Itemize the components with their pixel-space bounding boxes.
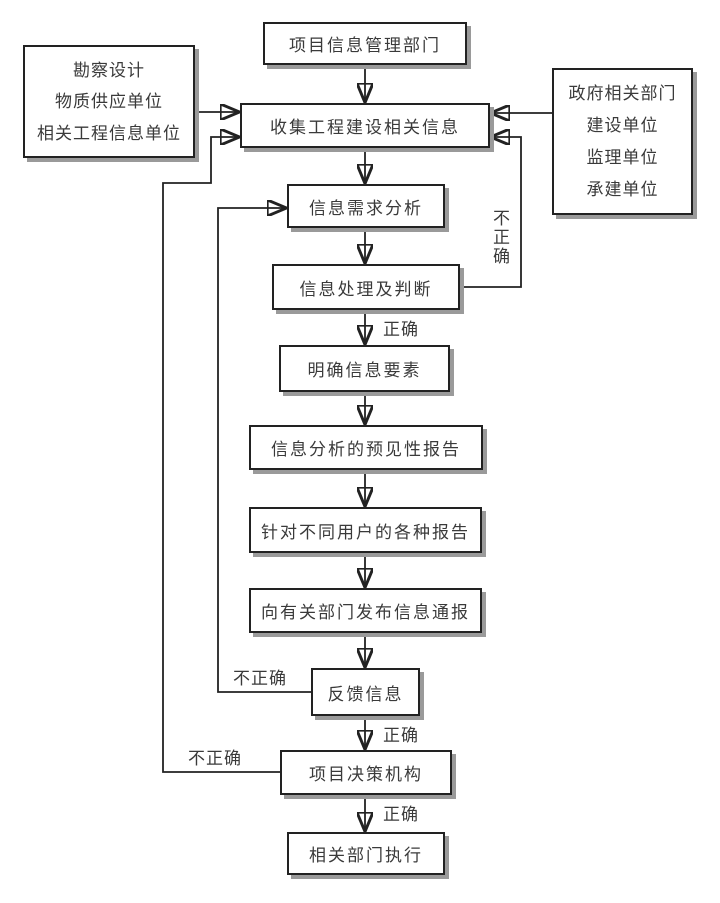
node-predictive-report: 信息分析的预见性报告 — [249, 425, 483, 470]
node-label-line: 建设单位 — [586, 116, 659, 135]
node-feedback-info: 反馈信息 — [311, 668, 420, 716]
node-label: 向有关部门发布信息通报 — [261, 603, 470, 622]
node-label: 项目信息管理部门 — [289, 36, 441, 55]
node-label: 明确信息要素 — [307, 361, 422, 380]
node-label-line: 政府相关部门 — [568, 84, 677, 103]
node-survey-design-sources: 勘察设计 物质供应单位 相关工程信息单位 — [23, 45, 195, 158]
node-label-line: 勘察设计 — [73, 60, 145, 80]
node-label-line: 监理单位 — [586, 148, 659, 167]
node-label: 项目决策机构 — [309, 765, 423, 784]
node-government-sources: 政府相关部门 建设单位 监理单位 承建单位 — [552, 68, 693, 215]
node-label: 相关部门执行 — [309, 846, 423, 865]
node-label: 收集工程建设相关信息 — [270, 118, 460, 137]
label-feedback-correct: 正确 — [383, 726, 419, 745]
edge-decision-incorrect-loop — [162, 137, 280, 773]
node-label: 反馈信息 — [327, 684, 404, 704]
node-label-line: 相关工程信息单位 — [37, 123, 181, 143]
node-publish-notification: 向有关部门发布信息通报 — [249, 588, 482, 633]
edge-processing-incorrect-loop — [460, 137, 522, 288]
node-clarify-info-elements: 明确信息要素 — [279, 345, 450, 392]
label-processing-correct: 正确 — [383, 320, 419, 339]
node-label-line: 承建单位 — [586, 180, 659, 199]
node-label: 信息处理及判断 — [299, 279, 433, 299]
label-decision-incorrect: 不正确 — [188, 749, 242, 768]
node-collect-info: 收集工程建设相关信息 — [240, 103, 490, 148]
node-related-dept-execute: 相关部门执行 — [287, 832, 445, 875]
node-info-processing-judgment: 信息处理及判断 — [272, 264, 460, 310]
node-label: 信息需求分析 — [309, 198, 423, 218]
node-info-demand-analysis: 信息需求分析 — [287, 184, 445, 228]
node-project-info-dept: 项目信息管理部门 — [263, 22, 467, 65]
node-label: 针对不同用户的各种报告 — [261, 522, 470, 542]
label-processing-incorrect: 不正确 — [490, 209, 509, 266]
node-label-line: 物质供应单位 — [55, 92, 163, 111]
node-label: 信息分析的预见性报告 — [271, 440, 461, 459]
node-decision-body: 项目决策机构 — [280, 750, 452, 795]
label-feedback-incorrect: 不正确 — [233, 669, 287, 688]
edge-feedback-incorrect-loop — [217, 208, 311, 693]
node-user-reports: 针对不同用户的各种报告 — [249, 507, 482, 553]
label-decision-correct: 正确 — [383, 805, 419, 824]
